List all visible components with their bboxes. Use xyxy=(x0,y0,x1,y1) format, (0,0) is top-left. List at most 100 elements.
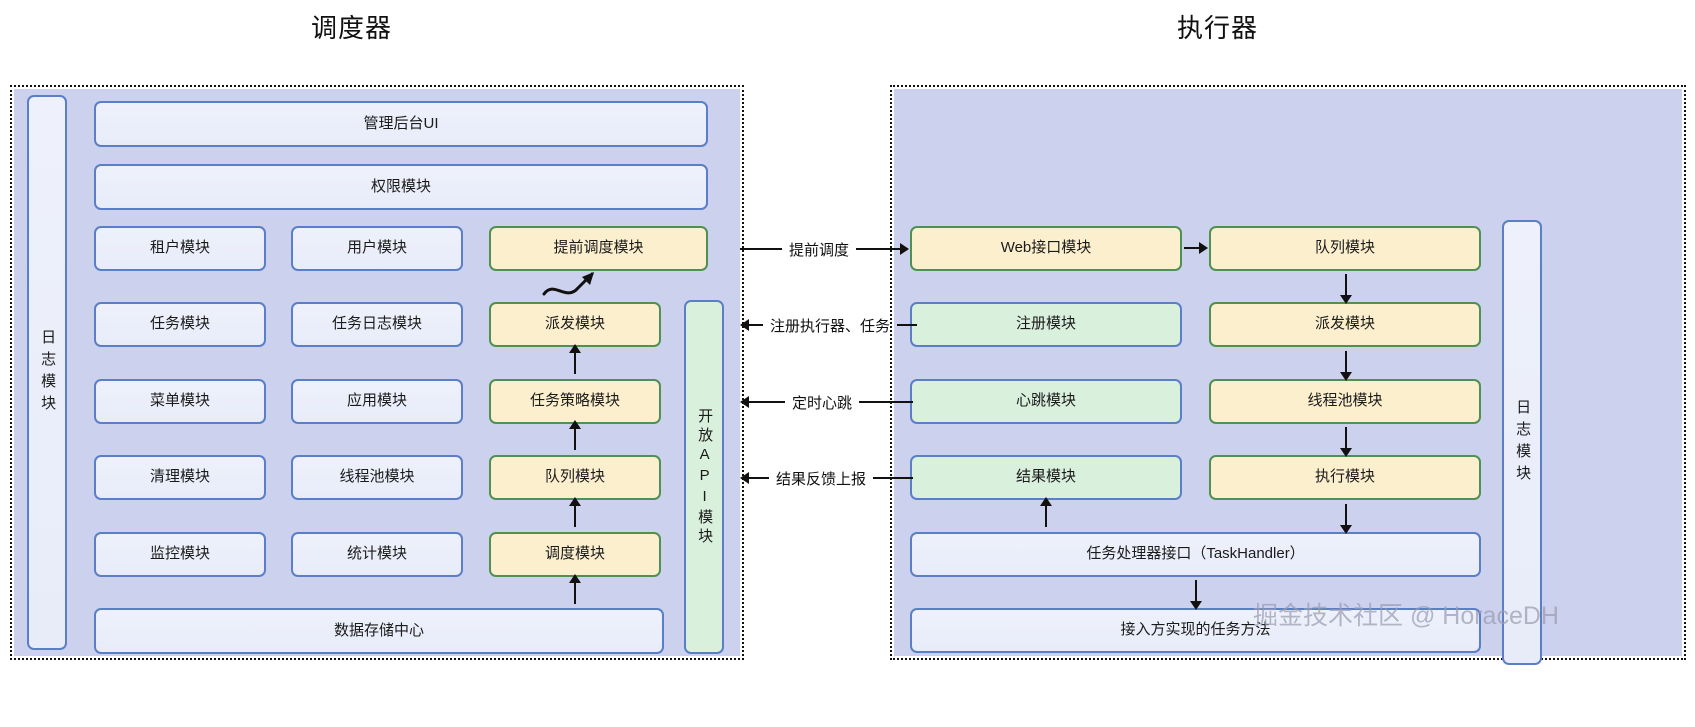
scheduler-admin-ui[interactable]: 管理后台UI xyxy=(94,101,708,147)
scheduler-taskpolicy-module[interactable]: 任务策略模块 xyxy=(489,379,661,424)
scheduler-log-module-label: 日志模块 xyxy=(39,328,57,417)
scheduler-open-api-module-label: 开放API模块 xyxy=(696,407,714,547)
flow-heartbeat-label: 定时心跳 xyxy=(792,394,853,412)
scheduler-menu-module[interactable]: 菜单模块 xyxy=(94,379,266,424)
executor-register-module[interactable]: 注册模块 xyxy=(910,302,1182,347)
scheduler-title: 调度器 xyxy=(311,13,393,43)
flow-heartbeat-seg-right xyxy=(859,401,904,403)
scheduler-stats-module-label: 统计模块 xyxy=(346,545,407,563)
flow-register-seg-right xyxy=(897,324,908,326)
executor-web-api-module[interactable]: Web接口模块 xyxy=(910,226,1182,271)
arrow-schedule-to-queue xyxy=(569,497,581,527)
scheduler-tenant-module-label: 租户模块 xyxy=(149,239,210,257)
executor-queue-module[interactable]: 队列模块 xyxy=(1209,226,1481,271)
scheduler-presched-module-label: 提前调度模块 xyxy=(553,239,644,257)
executor-dispatch-module[interactable]: 派发模块 xyxy=(1209,302,1481,347)
arrow-taskhandler-to-result xyxy=(1040,497,1052,527)
executor-queue-module-label: 队列模块 xyxy=(1314,239,1375,257)
flow-presched-tick xyxy=(740,248,750,250)
executor-heartbeat-module[interactable]: 心跳模块 xyxy=(910,379,1182,424)
scheduler-auth-module[interactable]: 权限模块 xyxy=(94,164,708,210)
executor-user-task-method-label: 接入方实现的任务方法 xyxy=(1120,621,1271,639)
flow-heartbeat-seg-left xyxy=(749,401,785,403)
scheduler-monitor-module[interactable]: 监控模块 xyxy=(94,532,266,577)
executor-execute-module-label: 执行模块 xyxy=(1314,468,1375,486)
flow-register-arrowhead xyxy=(740,319,749,331)
arrow-queue-to-taskpolicy xyxy=(569,344,581,374)
scheduler-task-module[interactable]: 任务模块 xyxy=(94,302,266,347)
scheduler-queue-module[interactable]: 队列模块 xyxy=(489,455,661,500)
scheduler-datastore[interactable]: 数据存储中心 xyxy=(94,608,664,654)
arrow-execute-to-taskhandler xyxy=(1340,504,1352,534)
flow-heartbeat: 定时心跳 xyxy=(740,392,914,412)
executor-threadpool-module[interactable]: 线程池模块 xyxy=(1209,379,1481,424)
scheduler-open-api-module[interactable]: 开放API模块 xyxy=(684,300,724,654)
executor-web-api-module-label: Web接口模块 xyxy=(1000,239,1092,257)
arrow-queue-to-dispatch xyxy=(1340,274,1352,304)
arrow-dispatch-to-threadpool xyxy=(1340,351,1352,381)
scheduler-clean-module-label: 清理模块 xyxy=(149,468,210,486)
executor-register-module-label: 注册模块 xyxy=(1015,315,1076,333)
executor-taskhandler-interface-label: 任务处理器接口（TaskHandler） xyxy=(1086,545,1305,563)
flow-result-tick xyxy=(903,477,914,479)
executor-title: 执行器 xyxy=(1177,13,1259,43)
flow-register-label: 注册执行器、任务 xyxy=(770,317,891,335)
scheduler-taskpolicy-module-label: 任务策略模块 xyxy=(529,392,620,410)
scheduler-app-module[interactable]: 应用模块 xyxy=(291,379,463,424)
scheduler-log-module[interactable]: 日志模块 xyxy=(27,95,67,650)
scheduler-clean-module[interactable]: 清理模块 xyxy=(94,455,266,500)
flow-presched-arrowhead xyxy=(900,243,910,255)
flow-result-seg-right xyxy=(873,477,904,479)
flow-result-seg-left xyxy=(749,477,769,479)
executor-heartbeat-module-label: 心跳模块 xyxy=(1015,392,1076,410)
executor-log-module-label: 日志模块 xyxy=(1514,398,1532,487)
executor-taskhandler-interface[interactable]: 任务处理器接口（TaskHandler） xyxy=(910,532,1481,577)
scheduler-app-module-label: 应用模块 xyxy=(346,392,407,410)
executor-log-module[interactable]: 日志模块 xyxy=(1502,220,1542,665)
scheduler-tasklog-module-label: 任务日志模块 xyxy=(331,315,422,333)
scheduler-task-module-label: 任务模块 xyxy=(149,315,210,333)
scheduler-threadpool-module-label: 线程池模块 xyxy=(339,468,415,486)
flow-presched: 提前调度 xyxy=(740,239,910,259)
executor-result-module-label: 结果模块 xyxy=(1015,468,1076,486)
scheduler-tenant-module[interactable]: 租户模块 xyxy=(94,226,266,271)
flow-presched-seg-right xyxy=(856,248,901,250)
executor-boundary xyxy=(890,85,1686,660)
arrow-threadpool-to-execute xyxy=(1340,427,1352,457)
executor-user-task-method[interactable]: 接入方实现的任务方法 xyxy=(910,608,1481,653)
scheduler-boundary xyxy=(10,85,744,660)
flow-register-tick xyxy=(907,324,918,326)
flow-presched-label: 提前调度 xyxy=(789,241,850,259)
executor-result-module[interactable]: 结果模块 xyxy=(910,455,1182,500)
flow-result-arrowhead xyxy=(740,472,749,484)
scheduler-datastore-label: 数据存储中心 xyxy=(333,621,424,639)
scheduler-admin-ui-label: 管理后台UI xyxy=(363,114,439,132)
flow-register-seg-left xyxy=(749,324,763,326)
scheduler-auth-module-label: 权限模块 xyxy=(370,177,431,195)
arrow-datastore-to-schedule xyxy=(569,574,581,604)
scheduler-dispatch-module[interactable]: 派发模块 xyxy=(489,302,661,347)
flow-heartbeat-arrowhead xyxy=(740,396,749,408)
executor-execute-module[interactable]: 执行模块 xyxy=(1209,455,1481,500)
scheduler-threadpool-module[interactable]: 线程池模块 xyxy=(291,455,463,500)
scheduler-queue-module-label: 队列模块 xyxy=(544,468,605,486)
flow-result-label: 结果反馈上报 xyxy=(776,470,867,488)
scheduler-stats-module[interactable]: 统计模块 xyxy=(291,532,463,577)
arrow-web-to-queue xyxy=(1184,242,1208,254)
flow-heartbeat-tick xyxy=(903,401,914,403)
scheduler-tasklog-module[interactable]: 任务日志模块 xyxy=(291,302,463,347)
scheduler-schedule-module-label: 调度模块 xyxy=(544,545,605,563)
flow-presched-seg-left xyxy=(750,248,782,250)
flow-result: 结果反馈上报 xyxy=(740,468,914,488)
scheduler-menu-module-label: 菜单模块 xyxy=(149,392,210,410)
scheduler-presched-module[interactable]: 提前调度模块 xyxy=(489,226,708,271)
scheduler-schedule-module[interactable]: 调度模块 xyxy=(489,532,661,577)
scheduler-user-module[interactable]: 用户模块 xyxy=(291,226,463,271)
squiggle-arrow-dispatch-to-presched xyxy=(542,272,594,296)
arrow-taskhandler-to-usermethod xyxy=(1190,580,1202,610)
executor-threadpool-module-label: 线程池模块 xyxy=(1307,392,1383,410)
scheduler-dispatch-module-label: 派发模块 xyxy=(544,315,605,333)
executor-dispatch-module-label: 派发模块 xyxy=(1314,315,1375,333)
flow-register: 注册执行器、任务 xyxy=(740,315,918,335)
